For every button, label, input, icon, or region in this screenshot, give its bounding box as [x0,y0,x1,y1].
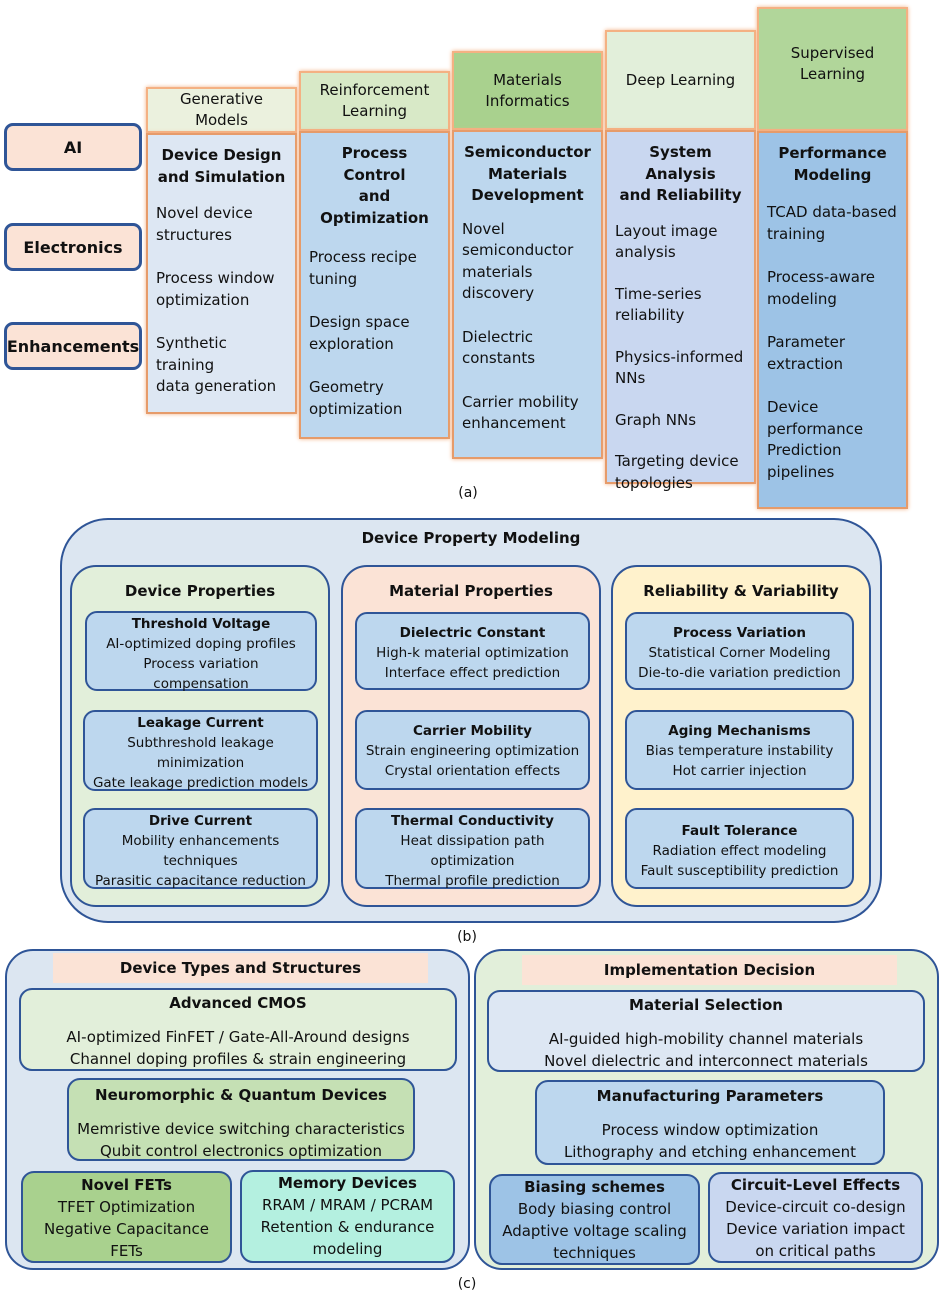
box-biasing-schemes: Biasing schemes Body biasing control Ada… [489,1174,700,1265]
implementation-decision-title: Implementation Decision [522,955,897,985]
caption-c: (c) [457,1276,477,1292]
group-title: Reliability & Variability [643,582,839,600]
column-body-performance-modeling: Performance Modeling TCAD data-based tra… [757,131,908,509]
column-item: Novel semiconductor materials discovery [462,219,574,303]
box-material-selection: Material Selection AI-guided high-mobili… [487,990,925,1072]
column-header-generative-models: Generative Models [146,87,297,133]
column-item: Process recipe tuning [309,248,417,288]
column-item: Process window optimization [156,269,275,309]
column-item: Physics-informed NNs [615,347,744,388]
box-manufacturing-parameters: Manufacturing Parameters Process window … [535,1080,885,1165]
column-item: Carrier mobility enhancement [462,392,579,433]
column-item: Targeting device topologies [615,452,739,492]
side-label-electronics: Electronics [4,223,142,271]
box-circuit-level-effects: Circuit-Level Effects Device-circuit co-… [708,1172,923,1263]
side-label-enhancements: Enhancements [4,322,142,370]
column-item: TCAD data-based training [767,203,897,243]
column-title: Device Design and Simulation [157,146,286,186]
side-label-ai: AI [4,123,142,171]
column-header-materials-informatics: Materials Informatics [452,51,603,130]
device-property-modeling-title: Device Property Modeling [361,529,581,547]
column-body-semiconductor-materials: Semiconductor Materials Development Nove… [452,130,603,459]
column-item: Time-series reliability [615,284,702,325]
column-header-deep-learning: Deep Learning [605,30,756,130]
card-drive-current: Drive Current Mobility enhancements tech… [83,808,318,889]
column-body-system-analysis: System Analysis and Reliability Layout i… [605,130,756,492]
box-advanced-cmos: Advanced CMOS AI-optimized FinFET / Gate… [19,988,457,1071]
column-item: Design space exploration [309,313,410,353]
column-item: Synthetic training data generation [156,334,277,395]
card-fault-tolerance: Fault Tolerance Radiation effect modelin… [625,808,854,889]
column-item: Dielectric constants [462,327,536,368]
card-thermal-conductivity: Thermal Conductivity Heat dissipation pa… [355,808,590,889]
card-aging-mechanisms: Aging Mechanisms Bias temperature instab… [625,710,854,790]
column-header-supervised-learning: Supervised Learning [757,7,908,131]
column-title: Process Control and Optimization [320,144,429,227]
column-title: Semiconductor Materials Development [464,143,591,204]
card-dielectric-constant: Dielectric Constant High-k material opti… [355,612,590,690]
column-body-device-design: Device Design and Simulation Novel devic… [146,133,297,414]
device-types-title: Device Types and Structures [53,953,428,983]
caption-a: (a) [458,485,478,501]
card-process-variation: Process Variation Statistical Corner Mod… [625,612,854,690]
column-item: Parameter extraction [767,333,846,373]
group-title: Device Properties [124,582,276,600]
group-title: Material Properties [389,582,553,600]
box-neuromorphic-quantum: Neuromorphic & Quantum Devices Memristiv… [67,1078,415,1161]
card-threshold-voltage: Threshold Voltage AI-optimized doping pr… [85,611,317,692]
caption-b: (b) [457,929,477,945]
card-leakage-current: Leakage Current Subthreshold leakage min… [83,710,318,791]
column-item: Device performance Prediction pipelines [767,398,864,481]
column-title: System Analysis and Reliability [619,143,742,204]
column-title: Performance Modeling [778,144,887,184]
column-body-process-control: Process Control and Optimization Process… [299,131,450,439]
box-novel-fets: Novel FETs TFET Optimization Negative Ca… [21,1171,232,1263]
box-memory-devices: Memory Devices RRAM / MRAM / PCRAM Reten… [240,1170,455,1263]
column-item: Process-aware modeling [767,268,876,308]
card-carrier-mobility: Carrier Mobility Strain engineering opti… [355,710,590,790]
column-item: Graph NNs [615,410,697,429]
column-header-reinforcement-learning: Reinforcement Learning [299,71,450,131]
column-item: Novel device structures [156,204,253,244]
column-item: Geometry optimization [309,378,403,418]
column-item: Layout image analysis [615,221,718,262]
